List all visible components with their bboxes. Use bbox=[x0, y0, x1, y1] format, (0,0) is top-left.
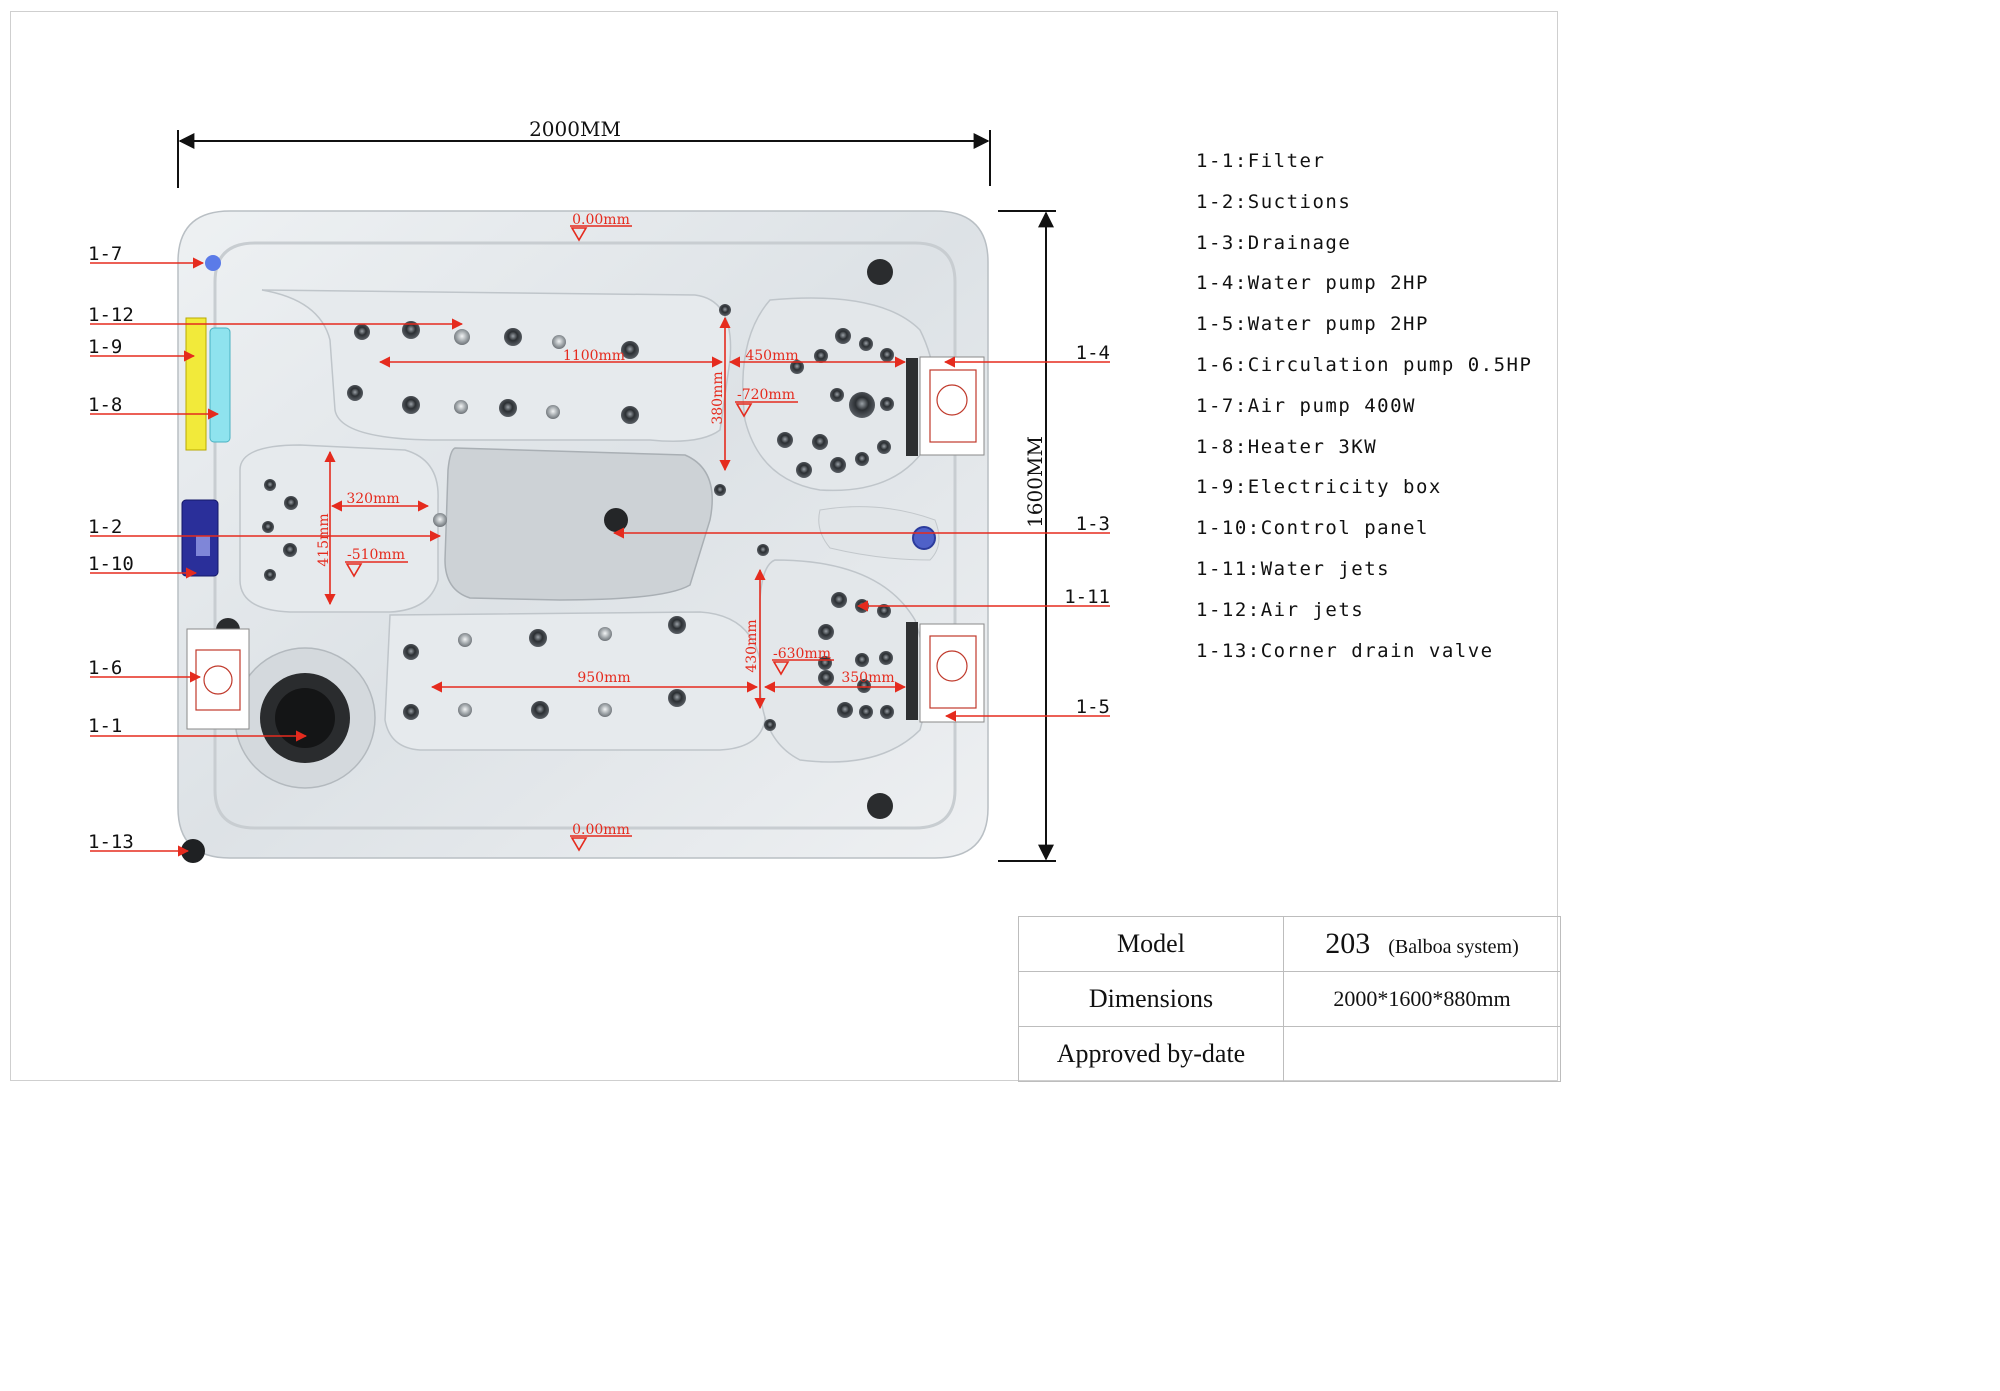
callout-1-5: 1-5 bbox=[1076, 696, 1110, 718]
approved-label: Approved by-date bbox=[1018, 1026, 1284, 1082]
legend-item: 1-5:Water pump 2HP bbox=[1196, 313, 1429, 336]
equipment bbox=[181, 255, 985, 863]
legend-item: 1-3:Drainage bbox=[1196, 231, 1352, 254]
callout-1-4: 1-4 bbox=[1076, 342, 1110, 364]
component-legend: 1-1:Filter 1-2:Suctions 1-3:Drainage 1-4… bbox=[1196, 150, 1532, 680]
svg-text:950mm: 950mm bbox=[577, 670, 630, 686]
legend-item: 1-4:Water pump 2HP bbox=[1196, 272, 1429, 295]
legend-item: 1-1:Filter bbox=[1196, 150, 1326, 172]
callout-1-10: 1-10 bbox=[88, 553, 134, 575]
callout-1-3: 1-3 bbox=[1076, 513, 1110, 535]
interior-dimensions bbox=[324, 225, 907, 852]
title-block: Model 203 (Balboa system) Dimensions 2000… bbox=[1018, 916, 1561, 1082]
legend-item: 1-10:Control panel bbox=[1196, 517, 1429, 540]
spa-shell bbox=[177, 210, 989, 859]
callout-1-1: 1-1 bbox=[88, 715, 122, 737]
callout-labels: 1-7 1-12 1-9 1-8 1-2 1-10 1-6 1-1 1-13 1… bbox=[88, 243, 1110, 853]
svg-text:1100mm: 1100mm bbox=[563, 348, 625, 364]
model-number: 203 bbox=[1325, 927, 1371, 960]
length-dimension: 1600MM bbox=[998, 210, 1056, 862]
heater bbox=[209, 327, 231, 443]
legend-item: 1-11:Water jets bbox=[1196, 557, 1391, 580]
svg-text:380mm: 380mm bbox=[710, 371, 726, 424]
svg-text:-630mm: -630mm bbox=[773, 646, 831, 662]
width-dimension: 2000MM bbox=[177, 117, 991, 188]
callout-1-9: 1-9 bbox=[88, 336, 122, 358]
spa-layout-drawing: 2000MM 1600MM bbox=[88, 117, 1110, 863]
dimensions-value: 2000*1600*880mm bbox=[1283, 971, 1561, 1027]
legend-item: 1-6:Circulation pump 0.5HP bbox=[1196, 353, 1533, 376]
electricity-box bbox=[185, 317, 207, 451]
air-pump-marker bbox=[205, 255, 221, 271]
interior-dimension-labels: 1100mm 450mm 380mm -720mm 320mm 415mm -5… bbox=[316, 212, 895, 838]
model-label: Model bbox=[1018, 916, 1284, 972]
svg-text:415mm: 415mm bbox=[316, 513, 332, 566]
legend-item: 1-2:Suctions bbox=[1196, 190, 1352, 213]
callout-1-8: 1-8 bbox=[88, 394, 122, 416]
corner-drain-valve bbox=[181, 839, 205, 863]
svg-text:450mm: 450mm bbox=[745, 348, 798, 364]
callout-1-6: 1-6 bbox=[88, 657, 122, 679]
callout-1-7: 1-7 bbox=[88, 243, 122, 265]
svg-text:350mm: 350mm bbox=[841, 670, 894, 686]
legend-item: 1-9:Electricity box bbox=[1196, 476, 1442, 499]
svg-text:-720mm: -720mm bbox=[737, 387, 795, 403]
callout-1-2: 1-2 bbox=[88, 516, 122, 538]
svg-text:320mm: 320mm bbox=[346, 491, 399, 507]
legend-item: 1-7:Air pump 400W bbox=[1196, 394, 1416, 417]
svg-text:0.00mm: 0.00mm bbox=[572, 212, 630, 228]
svg-text:-510mm: -510mm bbox=[347, 547, 405, 563]
air-jets bbox=[454, 329, 612, 717]
suction-fitting bbox=[433, 513, 447, 527]
model-value: 203 (Balboa system) bbox=[1283, 916, 1561, 972]
legend-item: 1-12:Air jets bbox=[1196, 598, 1365, 621]
width-label: 2000MM bbox=[529, 117, 621, 141]
legend-item: 1-13:Corner drain valve bbox=[1196, 639, 1494, 662]
water-pump-2-diagram bbox=[919, 623, 985, 723]
length-label: 1600MM bbox=[1023, 436, 1047, 528]
drawing-sheet bbox=[10, 11, 1558, 1081]
svg-text:430mm: 430mm bbox=[744, 619, 760, 672]
approved-value bbox=[1283, 1026, 1561, 1082]
dimensions-label: Dimensions bbox=[1018, 971, 1284, 1027]
model-system: (Balboa system) bbox=[1388, 936, 1519, 958]
water-pump-1-diagram bbox=[919, 356, 985, 456]
callout-1-12: 1-12 bbox=[88, 304, 134, 326]
legend-item: 1-8:Heater 3KW bbox=[1196, 435, 1378, 458]
svg-text:0.00mm: 0.00mm bbox=[572, 822, 630, 838]
callout-leaders bbox=[90, 257, 1110, 857]
callout-1-11: 1-11 bbox=[1064, 586, 1110, 608]
callout-1-13: 1-13 bbox=[88, 831, 134, 853]
